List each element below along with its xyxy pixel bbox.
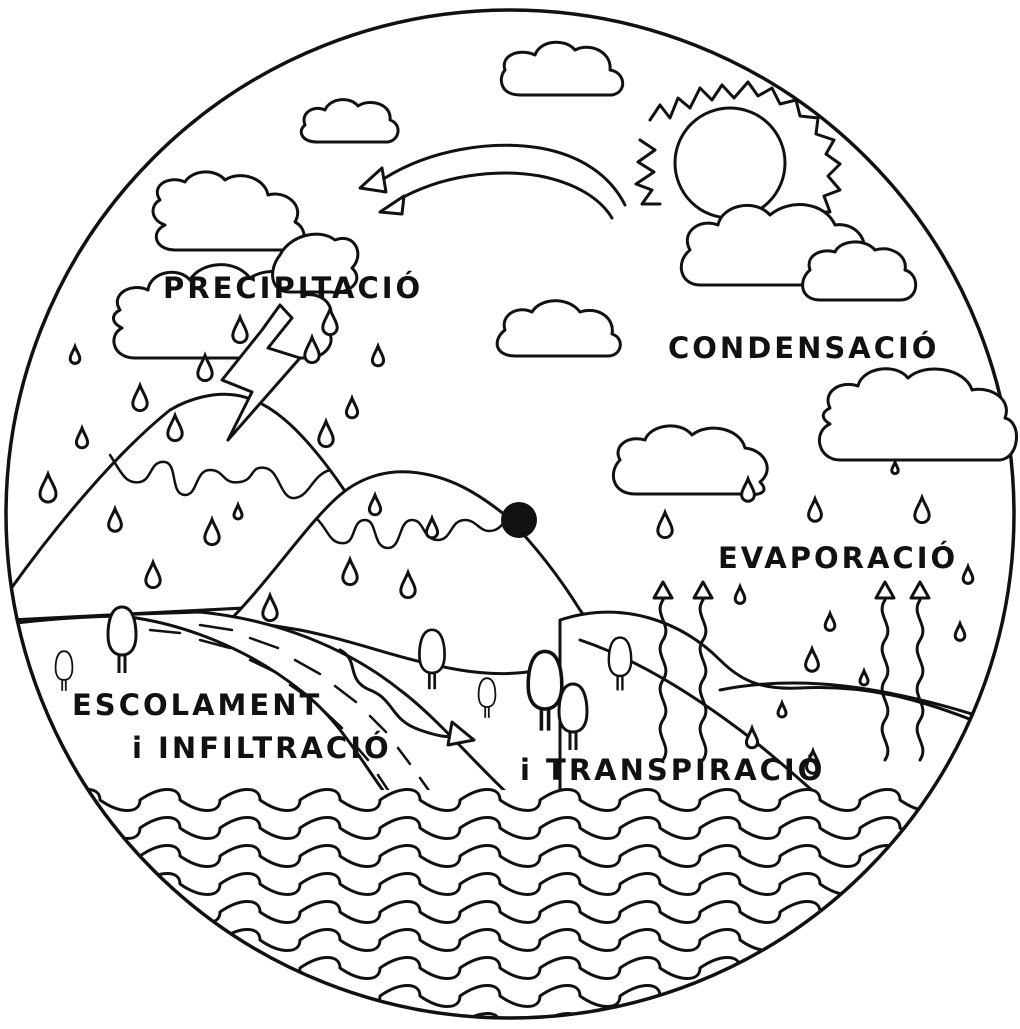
raindrop-icon xyxy=(963,567,973,584)
cloud-icon xyxy=(497,301,620,356)
raindrop-icon xyxy=(809,499,822,521)
condensation-arrow xyxy=(360,145,625,218)
raindrop-icon xyxy=(40,474,56,502)
cloud-icon xyxy=(153,172,304,250)
cloud-icon xyxy=(301,100,398,142)
raindrop-icon xyxy=(825,614,835,631)
raindrop-icon xyxy=(319,421,333,446)
label-evaporation: EVAPORACIÓ xyxy=(718,541,958,575)
raindrop-icon xyxy=(955,624,965,641)
label-condensation: CONDENSACIÓ xyxy=(668,331,939,365)
raindrop-icon xyxy=(346,398,357,418)
label-precipitation: PRECIPITACIÓ xyxy=(163,271,423,305)
raindrop-icon xyxy=(735,587,745,604)
raindrop-icon xyxy=(133,385,147,410)
label-runoff-line1: ESCOLAMENT xyxy=(72,688,322,722)
raindrop-icon xyxy=(372,346,383,366)
marker-dot xyxy=(501,502,537,538)
raindrop-icon xyxy=(658,512,672,537)
raindrop-icon xyxy=(70,347,80,364)
cloud-icon xyxy=(803,242,916,300)
cloud-icon xyxy=(501,42,622,95)
raindrop-icon xyxy=(806,649,819,671)
cloud-icon xyxy=(819,369,1016,460)
ocean xyxy=(0,790,1020,1029)
raindrop-icon xyxy=(915,497,929,522)
raindrop-icon xyxy=(76,428,87,448)
raindrop-icon xyxy=(860,671,868,685)
label-transpiration: i TRANSPIRACIÓ xyxy=(520,753,825,787)
label-runoff-line2: i INFILTRACIÓ xyxy=(132,731,392,765)
raindrop-icon xyxy=(892,462,898,473)
